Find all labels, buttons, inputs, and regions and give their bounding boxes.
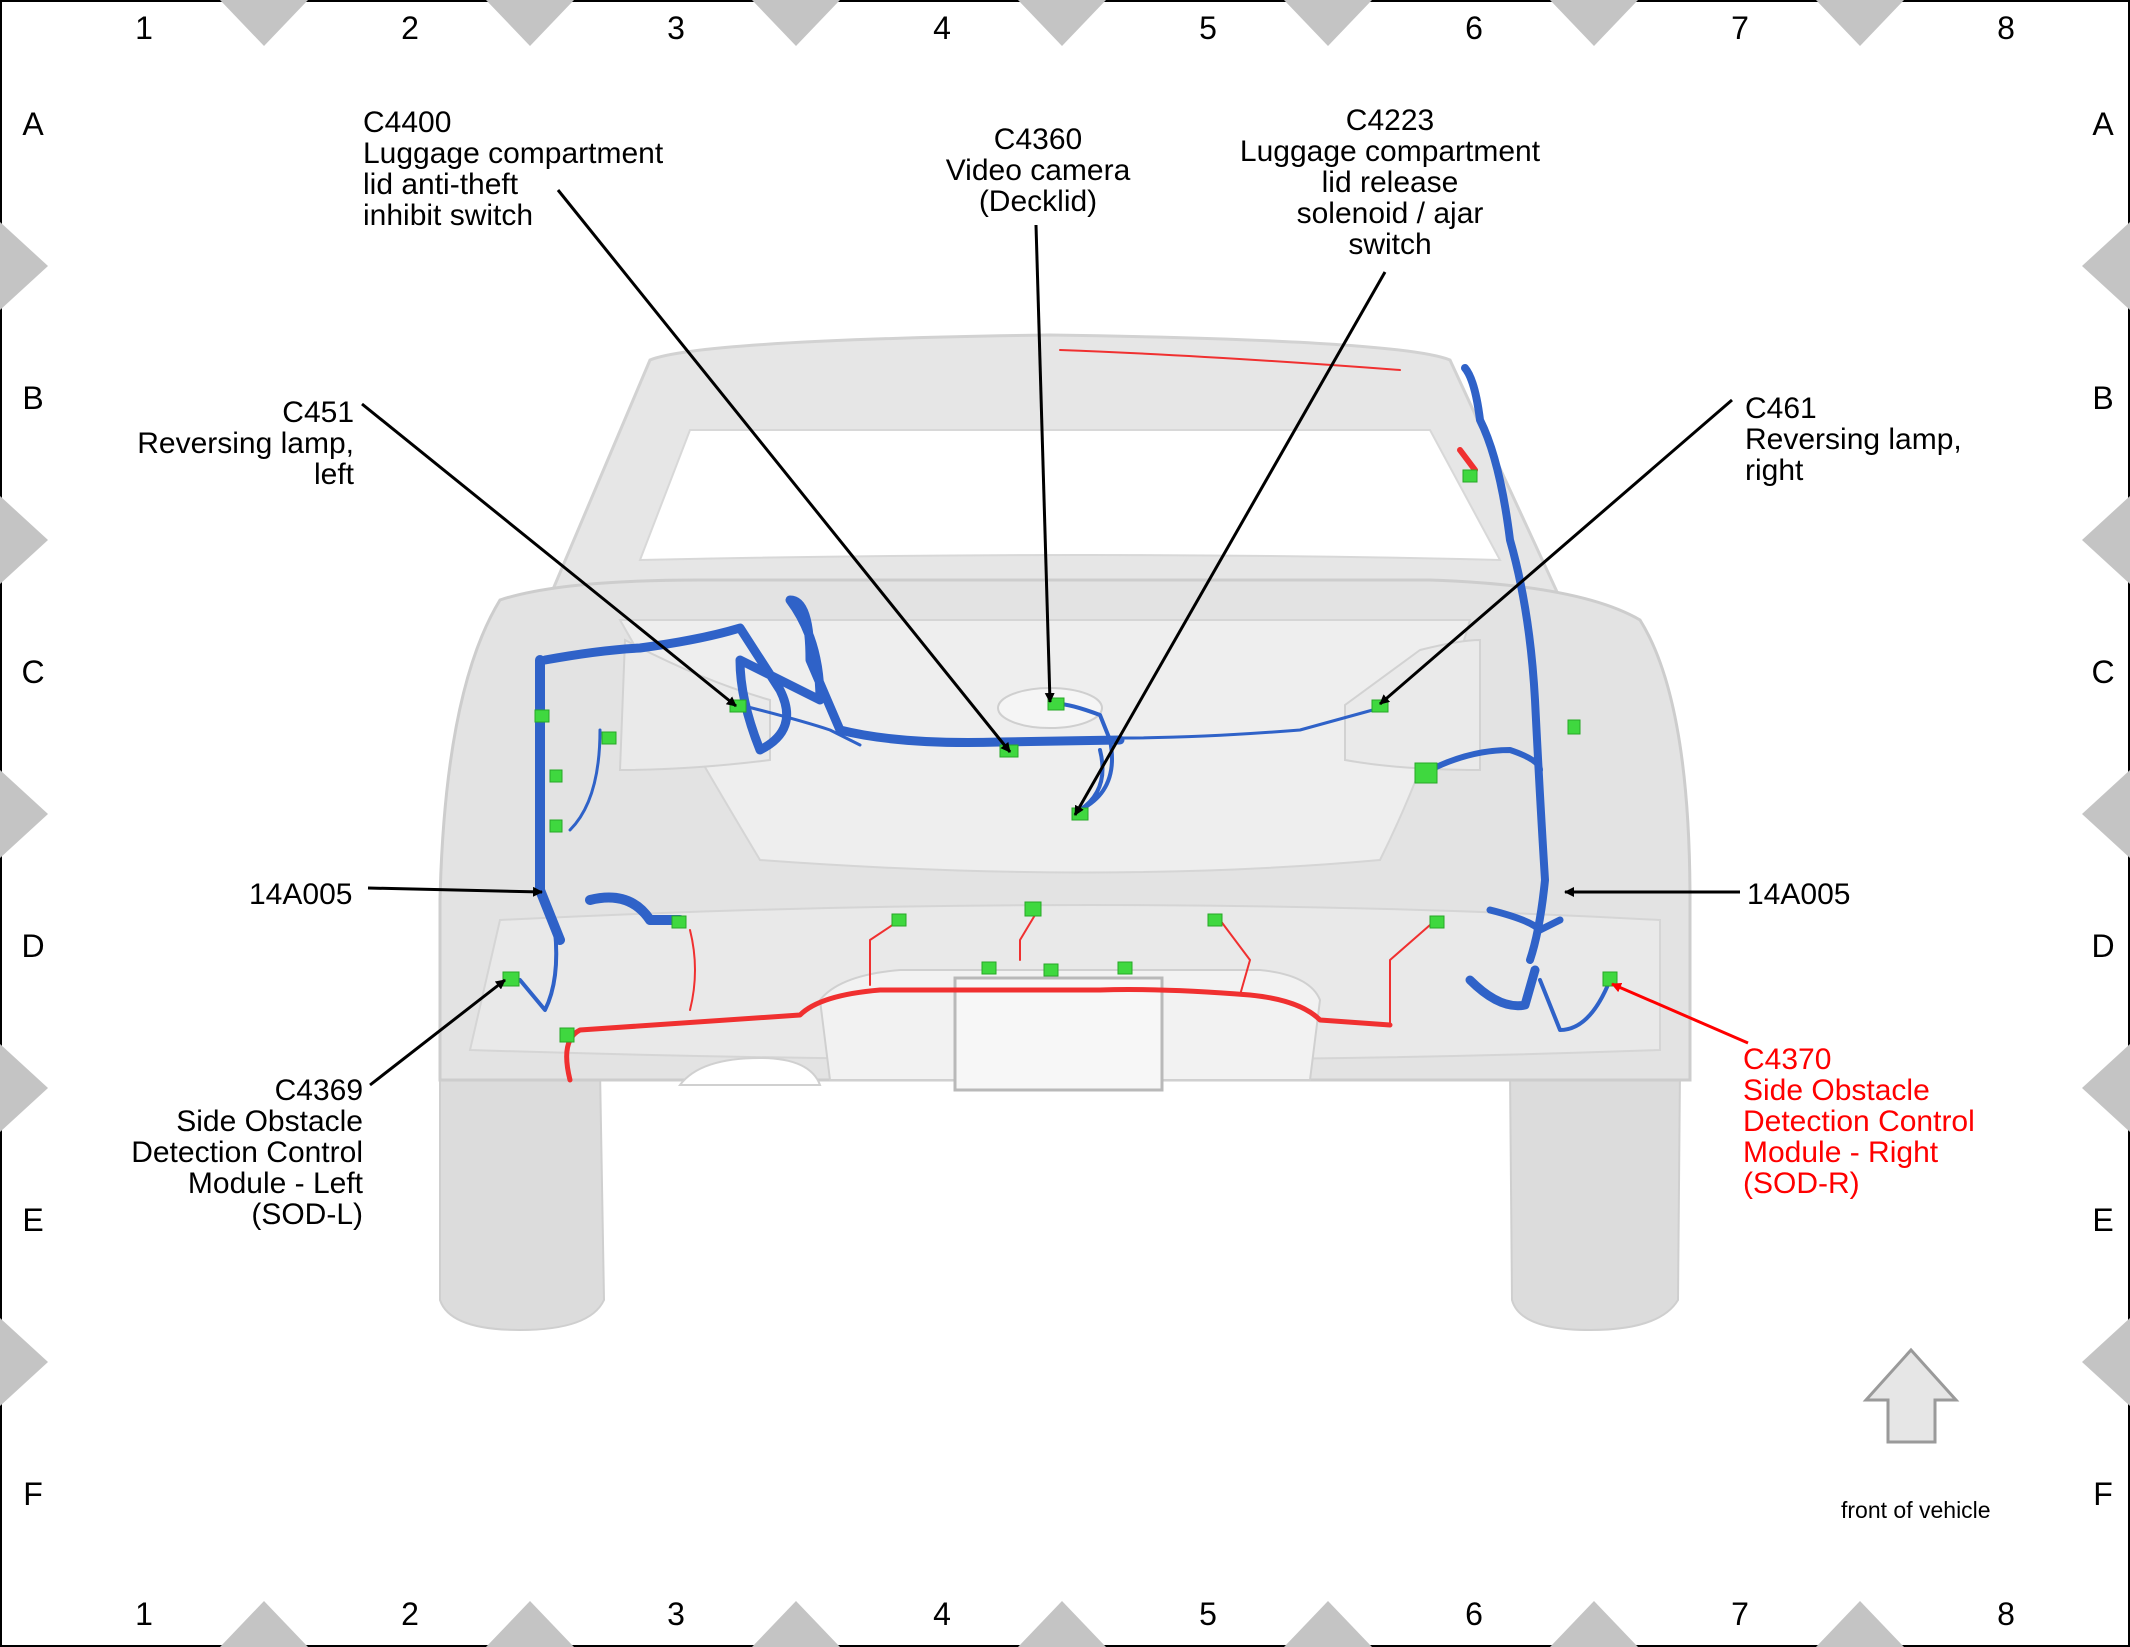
rear-window [638, 429, 1502, 562]
col-label-bottom-1: 1 [135, 1596, 153, 1632]
harness-blue [518, 364, 1612, 1032]
col-label-top-6: 6 [1465, 10, 1483, 46]
row-label-right-f: F [2093, 1476, 2113, 1512]
leader-c461 [1379, 398, 1733, 706]
left-wheel [439, 1069, 606, 1332]
col-label-top-2: 2 [401, 10, 419, 46]
exhaust-cutout [678, 1056, 822, 1086]
label-14a005-left: 14A005 [249, 878, 353, 911]
row-label-left-b: B [22, 380, 44, 416]
leader-c4370 [1611, 982, 1749, 1045]
row-label-right-a: A [2092, 106, 2114, 142]
label-c4400: C4400 Luggage compartment lid anti-theft… [363, 106, 664, 232]
label-c461: C461 Reversing lamp, right [1745, 392, 1962, 487]
row-label-right-e: E [2092, 1202, 2114, 1238]
col-label-top-8: 8 [1997, 10, 2015, 46]
row-label-left-a: A [22, 106, 44, 142]
label-c4360: C4360 Video camera (Decklid) [945, 123, 1131, 218]
col-label-bottom-2: 2 [401, 1596, 419, 1632]
col-label-top-7: 7 [1731, 10, 1749, 46]
leader-c4223 [1073, 271, 1387, 816]
callout-lines [361, 189, 1740, 1087]
front-arrow-icon [1862, 1347, 1960, 1444]
row-label-right-b: B [2092, 380, 2114, 416]
col-label-bottom-3: 3 [667, 1596, 685, 1632]
right-wheel [1508, 1069, 1682, 1332]
col-label-top-4: 4 [933, 10, 951, 46]
row-label-left-e: E [22, 1202, 44, 1238]
row-label-left-d: D [21, 928, 45, 964]
row-label-left-c: C [21, 654, 45, 690]
left-tail-lamp [618, 638, 771, 772]
license-plate [953, 976, 1164, 1092]
label-c4370: C4370 Side Obstacle Detection Control Mo… [1743, 1043, 1975, 1200]
col-label-bottom-6: 6 [1465, 1596, 1483, 1632]
leader-c4369 [369, 978, 506, 1087]
col-label-bottom-5: 5 [1199, 1596, 1217, 1632]
label-c4369: C4369 Side Obstacle Detection Control Mo… [131, 1074, 363, 1231]
col-label-bottom-7: 7 [1731, 1596, 1749, 1632]
row-label-left-f: F [23, 1476, 43, 1512]
row-label-right-d: D [2091, 928, 2115, 964]
label-c4223: C4223 Luggage compartment lid release so… [1239, 104, 1541, 261]
col-label-top-3: 3 [667, 10, 685, 46]
col-label-bottom-8: 8 [1997, 1596, 2015, 1632]
leader-c451 [361, 402, 737, 708]
label-c451: C451 Reversing lamp, left [137, 396, 354, 491]
connectors [502, 469, 1618, 1043]
leader-c4400 [556, 189, 1012, 753]
col-label-top-1: 1 [135, 10, 153, 46]
leader-14a005-left [367, 886, 543, 897]
front-of-vehicle-label: front of vehicle [1841, 1497, 1991, 1523]
label-14a005-right: 14A005 [1747, 878, 1851, 911]
col-label-bottom-4: 4 [933, 1596, 951, 1632]
harness-red [564, 349, 1478, 1083]
col-label-top-5: 5 [1199, 10, 1217, 46]
leader-c4360 [1034, 224, 1055, 703]
row-label-right-c: C [2091, 654, 2115, 690]
